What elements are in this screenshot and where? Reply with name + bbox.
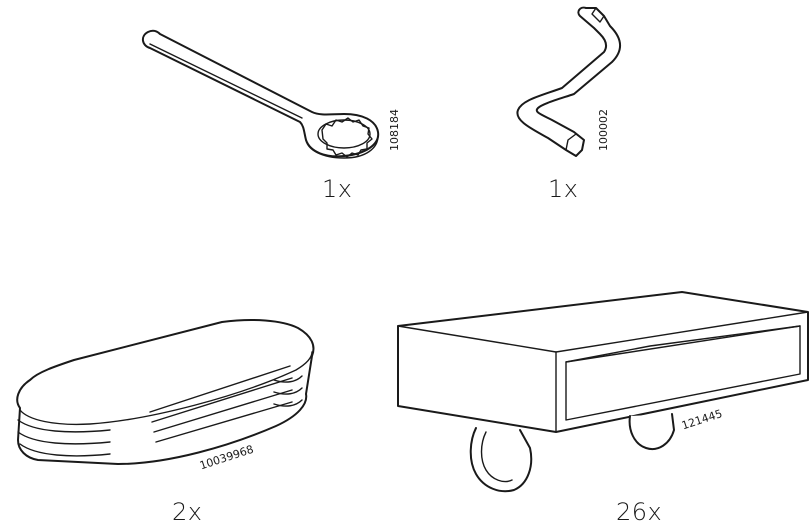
quantity-end-cap: 2x <box>172 498 203 526</box>
part-code-allen-key: 100002 <box>597 109 610 151</box>
quantity-allen-key: 1x <box>548 175 579 203</box>
part-code-end-cap: 10039968 <box>198 442 256 473</box>
quantity-wrench: 1x <box>322 175 353 203</box>
part-code-wrench: 108184 <box>388 109 401 151</box>
quantity-castor-frame: 26x <box>616 498 663 526</box>
part-code-castor-frame: 121445 <box>680 407 724 433</box>
